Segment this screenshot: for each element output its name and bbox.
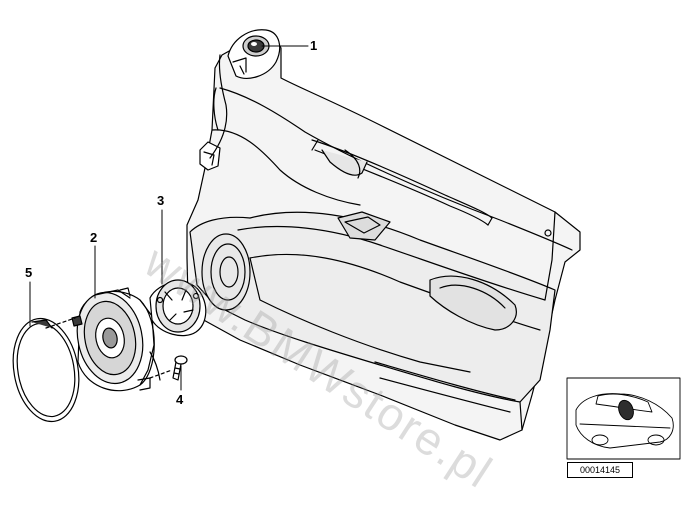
door-trim-panel [186, 35, 581, 441]
callout-leaders [29, 45, 309, 391]
speaker-adapter-ring [149, 279, 207, 337]
callout-3: 3 [157, 193, 165, 208]
inset-car-thumbnail [566, 377, 681, 460]
diagram-part-code: 00014145 [567, 462, 633, 478]
callout-2: 2 [90, 230, 98, 245]
callout-5: 5 [25, 265, 33, 280]
screw [149, 355, 188, 381]
speaker-cover-grille [12, 317, 80, 423]
exploded-parts-diagram [12, 29, 681, 460]
woofer-speaker [71, 287, 161, 392]
callout-1: 1 [310, 38, 318, 53]
callout-4: 4 [176, 392, 184, 407]
tweeter-speaker [227, 29, 281, 79]
